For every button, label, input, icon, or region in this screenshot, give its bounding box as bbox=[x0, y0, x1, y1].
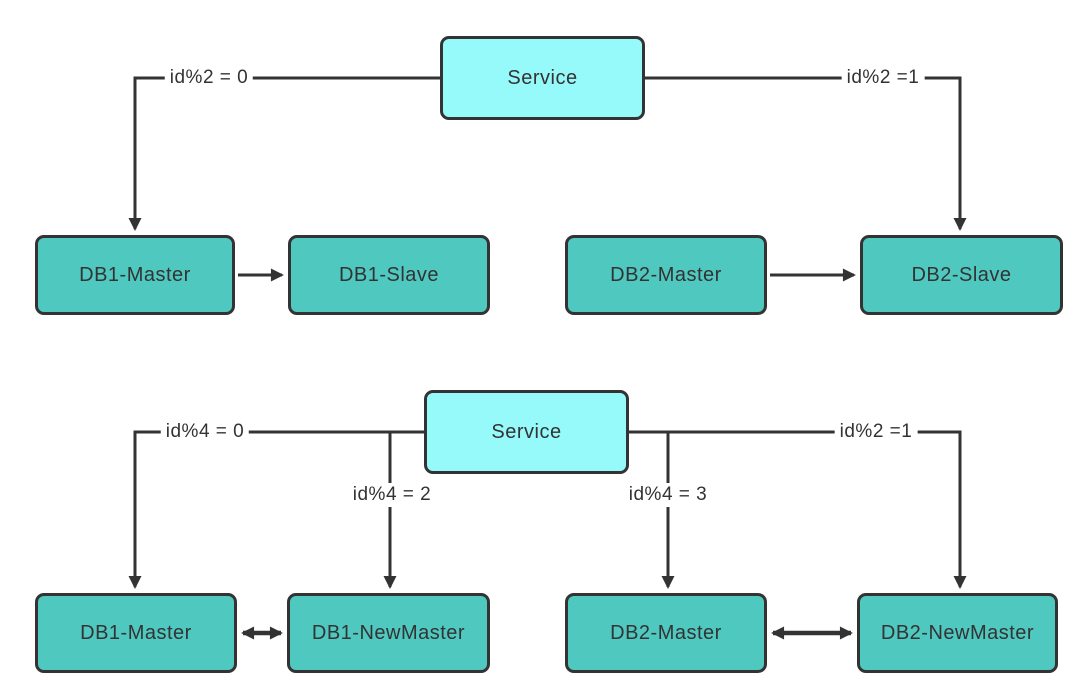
bottom-left-branch-label: id%4 = 0 bbox=[160, 420, 250, 444]
bottom-right-branch-label: id%2 =1 bbox=[834, 420, 918, 444]
top-right-branch-label: id%2 =1 bbox=[841, 66, 925, 90]
top-left-branch-label: id%2 = 0 bbox=[164, 66, 254, 90]
top-db1-slave-node: DB1-Slave bbox=[288, 235, 490, 315]
bottom-mid-right-branch-label: id%4 = 3 bbox=[623, 483, 713, 507]
top-db2-slave-node: DB2-Slave bbox=[860, 235, 1063, 315]
bottom-service-node: Service bbox=[424, 390, 629, 474]
bottom-service-to-db1-master-connector bbox=[128, 430, 424, 589]
top-service-to-db2-slave-connector bbox=[645, 76, 967, 231]
bottom-mid-left-branch-label: id%4 = 2 bbox=[347, 483, 437, 507]
bottom-db1-newmaster-node: DB1-NewMaster bbox=[287, 593, 490, 673]
top-service-to-db1-master-connector bbox=[128, 76, 440, 231]
bottom-service-to-db2-newmaster-connector bbox=[629, 430, 967, 589]
bottom-db1-master-node: DB1-Master bbox=[35, 593, 237, 673]
top-db1-master-node: DB1-Master bbox=[35, 235, 235, 315]
top-db2-master-node: DB2-Master bbox=[565, 235, 767, 315]
top-service-node: Service bbox=[440, 36, 645, 120]
bottom-db2-newmaster-node: DB2-NewMaster bbox=[857, 593, 1058, 673]
bottom-db2-master-node: DB2-Master bbox=[565, 593, 767, 673]
